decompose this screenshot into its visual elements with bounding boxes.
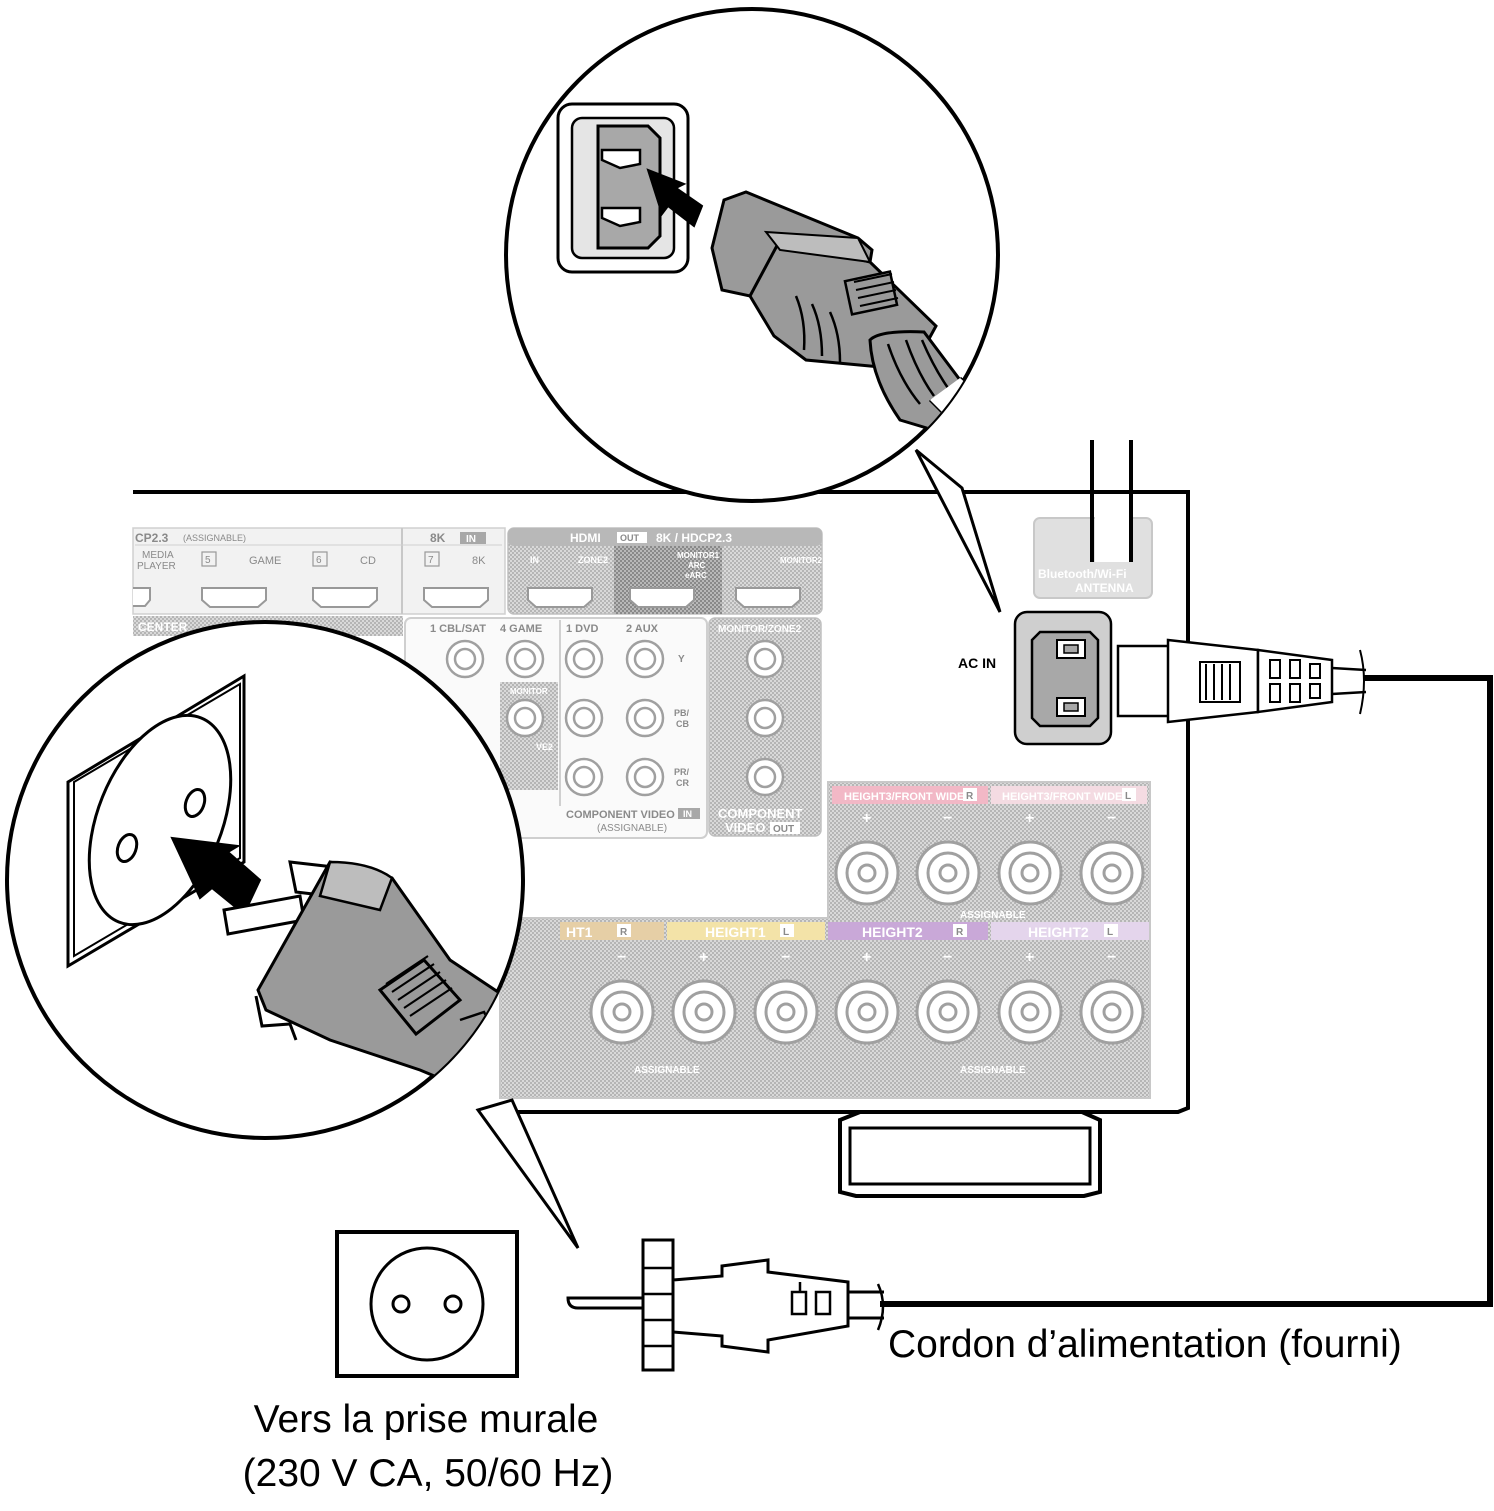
hdmi-in-5-number: 5 [205,555,211,566]
hdmi-in-6-number: 6 [316,555,322,566]
hdmi-out-monitor1-port [629,587,695,608]
media-player-label-2: PLAYER [137,561,176,572]
minus-sign: − [1107,810,1116,827]
receiver-rear-panel: CP2.3 (ASSIGNABLE) 8K IN MEDIA PLAYER 5 … [132,440,1367,1198]
hdmi-in-8k-label: 8K [430,531,446,545]
component-out-badge: OUT [773,824,794,835]
monitor-video-label: MONITOR [510,687,548,696]
assignable-speaker-label: ASSIGNABLE [960,1065,1026,1076]
cd-label: CD [360,555,376,567]
hdmi-port [133,587,151,607]
height3-r-badge: R [966,791,974,802]
power-cord-caption: Cordon d’alimentation (fourni) [888,1323,1402,1366]
y-label: Y [678,654,685,665]
component-out-label-2: VIDEO [725,820,765,835]
power-cord [566,675,1493,1372]
height3-l-label: HEIGHT3/FRONT WIDE [1002,791,1122,803]
antenna-label-1: Bluetooth/Wi-Fi [1038,567,1127,581]
hdmi-in-section: CP2.3 (ASSIGNABLE) 8K IN MEDIA PLAYER 5 … [132,527,506,615]
center-label: CENTER [138,620,188,634]
antenna-label-2: ANTENNA [1075,581,1134,595]
pr-label: PR/ [674,767,690,777]
wall-outlet-caption-line2: (230 V CA, 50/60 Hz) [243,1452,614,1495]
component-out-label-1: COMPONENT [718,806,803,821]
assignable-speaker-label: ASSIGNABLE [634,1065,700,1076]
height2-l-badge: L [1107,927,1113,938]
height3-l-badge: L [1125,791,1131,802]
cr-label: CR [676,778,689,788]
height1-r-label: HT1 [566,924,593,940]
cbl-sat-label: 1 CBL/SAT [430,623,486,635]
minus-sign: − [617,949,626,966]
hdmi-out-spec-label: 8K / HDCP2.3 [656,531,732,545]
assignable-speaker-label: ASSIGNABLE [960,910,1026,921]
ac-in-socket: AC IN [958,610,1113,746]
speaker-terminals: HEIGHT3/FRONT WIDE R HEIGHT3/FRONT WIDE … [499,781,1151,1099]
hdmi-out-in-label: IN [530,555,539,565]
wall-outlet-caption-line1: Vers la prise murale [254,1398,599,1441]
minus-sign: − [943,810,952,827]
ac-in-label: AC IN [958,655,996,671]
height2-r-label: HEIGHT2 [862,924,923,940]
hdmi-in-7-number: 7 [428,555,434,566]
monitor-zone2-label: MONITOR/ZONE2 [718,624,802,635]
out-badge: OUT [620,533,640,543]
game-label: GAME [249,555,281,567]
cb-label: CB [676,719,689,729]
hdmi-out-section: HDMI OUT 8K / HDCP2.3 IN ZONE2 MONITOR1 … [507,527,823,615]
hdmi-out-label: HDMI [570,531,601,545]
hdmi-port-5 [201,587,267,608]
assignable-label: (ASSIGNABLE) [183,533,246,543]
component-in-badge: IN [683,809,692,819]
plus-sign: + [1025,949,1034,966]
8k-port-label: 8K [472,555,486,567]
height1-r-badge: R [620,927,628,938]
iec-plug-on-panel [1116,638,1367,724]
earc-label: eARC [685,571,707,580]
antenna: Bluetooth/Wi-Fi ANTENNA [1033,440,1153,599]
plus-sign: + [862,810,871,827]
wall-outlet-zoom-callout [5,620,580,1249]
height1-l-badge: L [783,927,789,938]
hdmi-port-7 [423,587,489,608]
height3-r-label: HEIGHT3/FRONT WIDE [844,791,964,803]
plus-sign: + [699,949,708,966]
height1-l-label: HEIGHT1 [705,924,766,940]
zone2-label: ZONE2 [578,555,608,565]
game-video-label: 4 GAME [500,623,542,635]
binding-posts [589,840,1145,1045]
height2-r-badge: R [956,927,964,938]
ve2-label: VE2 [536,742,553,752]
pb-label: PB/ [674,708,690,718]
hdmi-port-6 [312,587,378,608]
minus-sign: − [1107,949,1116,966]
arc-label: ARC [688,561,706,570]
component-video-in-label: COMPONENT VIDEO [566,809,675,821]
wall-outlet [335,1230,519,1378]
hdmi-out-zone2-port [527,587,593,608]
ac-in-zoom-callout [504,7,1002,613]
hdmi-out-monitor2-port [735,587,801,608]
component-assignable-label: (ASSIGNABLE) [597,823,667,834]
minus-sign: − [943,949,952,966]
hdcp-label: CP2.3 [135,531,169,545]
in-badge: IN [466,534,476,545]
aux-label: 2 AUX [626,623,659,635]
component-video-out-section: MONITOR/ZONE2 COMPONENT VIDEO OUT [708,617,822,837]
dvd-label: 1 DVD [566,623,598,635]
minus-sign: − [781,949,790,966]
plus-sign: + [1025,810,1034,827]
media-player-label-1: MEDIA [142,550,174,561]
plus-sign: + [862,949,871,966]
height2-l-label: HEIGHT2 [1028,924,1089,940]
monitor2-label: MONITOR2 [780,556,823,565]
monitor1-label: MONITOR1 [677,551,720,560]
